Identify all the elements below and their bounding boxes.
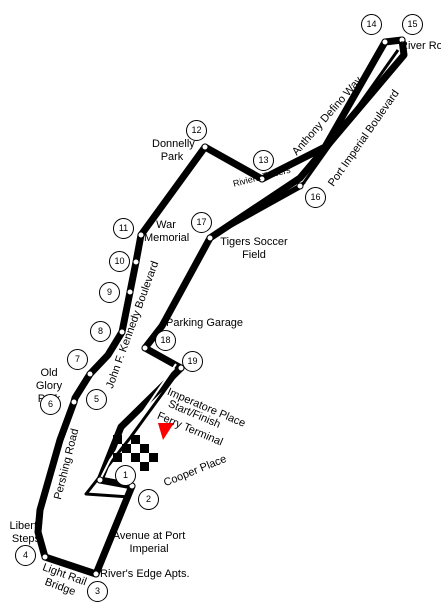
- turn-number-15: 15: [402, 14, 423, 35]
- label-avenue-port-imperial: Avenue at Port Imperial: [112, 530, 186, 555]
- turn-number-3: 3: [87, 581, 108, 602]
- start-marker-icon: [158, 423, 174, 440]
- turn-number-11: 11: [113, 218, 134, 239]
- turn-number-13: 13: [253, 150, 274, 171]
- track-outline: [34, 36, 408, 578]
- label-donnelly-park: Donnelly Park: [152, 138, 195, 163]
- turn-number-9: 9: [99, 282, 120, 303]
- turn-number-10: 10: [109, 251, 130, 272]
- label-rivers-edge-apts: River's Edge Apts.: [100, 568, 190, 580]
- turn-number-14: 14: [361, 14, 382, 35]
- turn-number-18: 18: [155, 330, 176, 351]
- turn-number-5: 5: [86, 389, 107, 410]
- turn-number-8: 8: [90, 321, 111, 342]
- turn-number-19: 19: [182, 351, 203, 372]
- label-river-road: River Road: [400, 40, 441, 52]
- turn-number-16: 16: [305, 187, 326, 208]
- turn-number-2: 2: [138, 489, 159, 510]
- label-tigers-soccer-field: Tigers Soccer Field: [220, 236, 288, 261]
- label-liberty-steps: Liberty Steps: [9, 520, 43, 545]
- turn-number-17: 17: [191, 212, 212, 233]
- turn-number-4: 4: [15, 545, 36, 566]
- start-finish-flag: [113, 435, 158, 471]
- label-parking-garage: Parking Garage: [166, 317, 244, 329]
- turn-number-6: 6: [40, 394, 61, 415]
- turn-number-12: 12: [186, 120, 207, 141]
- label-war-memorial: War Memorial: [144, 219, 190, 244]
- turn-number-7: 7: [67, 349, 88, 370]
- turn-number-1: 1: [115, 465, 136, 486]
- track-pit-lane-inner: [99, 363, 177, 481]
